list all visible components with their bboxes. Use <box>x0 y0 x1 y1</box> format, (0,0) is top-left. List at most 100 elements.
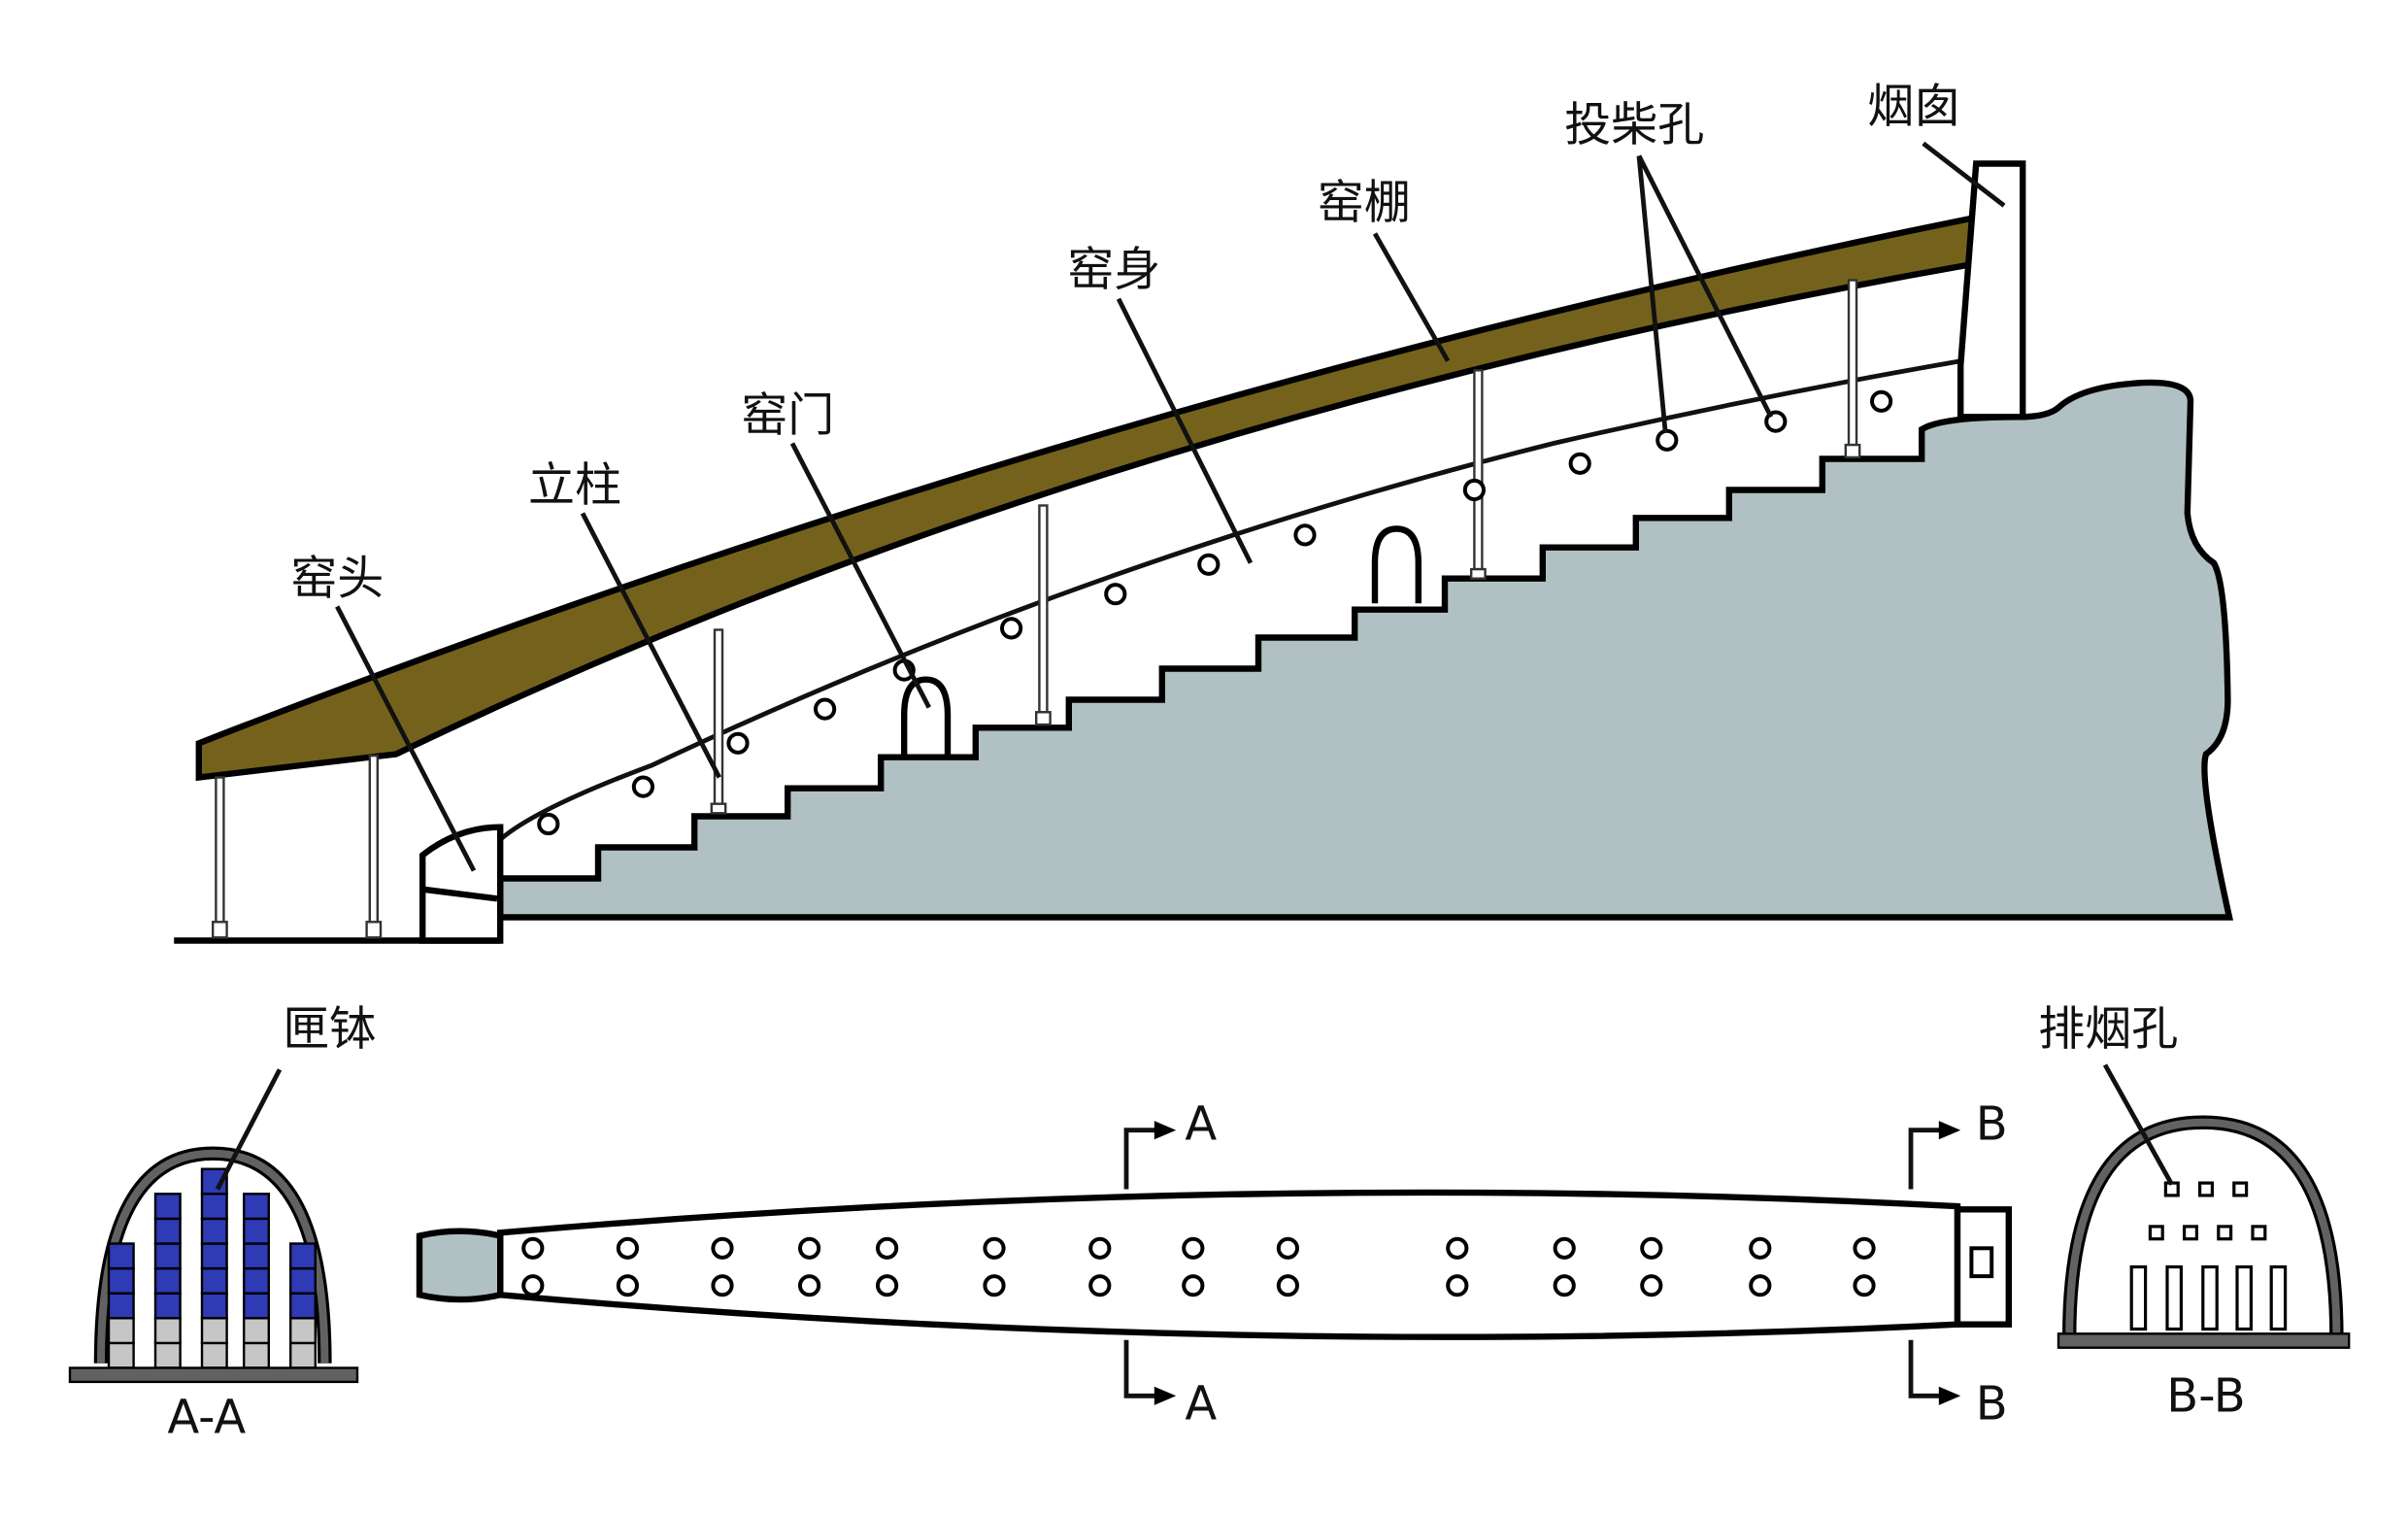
label-chimney: 烟囱 <box>1867 79 1960 133</box>
fuel-hole <box>798 1236 821 1260</box>
fuel-hole <box>1749 1274 1772 1297</box>
leader-line <box>2102 1063 2174 1186</box>
fuel-hole <box>798 1274 821 1297</box>
section-aa: 匣钵 A-A <box>68 1002 376 1445</box>
saggar-blue <box>289 1292 317 1320</box>
plan-view: A A B B <box>416 1096 2012 1431</box>
fuel-hole <box>1088 1236 1112 1260</box>
flue-slot <box>2235 1264 2254 1331</box>
saggar-blue <box>289 1266 317 1295</box>
leader-line <box>215 1068 283 1191</box>
saggar-stacks <box>107 1167 317 1369</box>
plan-fuel-holes <box>521 1236 1876 1297</box>
fuel-hole <box>1553 1274 1576 1297</box>
saggar-blue <box>200 1242 228 1270</box>
exhaust-hole <box>2232 1181 2249 1197</box>
fuel-hole <box>537 812 560 836</box>
saggar-gray <box>243 1317 270 1345</box>
saggar-blue <box>243 1193 270 1221</box>
fuel-hole <box>1276 1236 1299 1260</box>
leader-line <box>1922 141 2006 208</box>
exhaust-hole <box>2251 1225 2267 1241</box>
fuel-hole <box>983 1236 1006 1260</box>
leader-line <box>789 442 931 709</box>
saggar-blue <box>107 1292 135 1320</box>
fuel-hole <box>876 1274 899 1297</box>
leader-line <box>580 512 721 779</box>
kiln-head-grate <box>421 886 498 902</box>
kiln-body <box>498 358 1961 842</box>
leader-line <box>1636 154 1774 419</box>
fuel-hole <box>1197 553 1221 576</box>
fuel-hole <box>1104 583 1127 606</box>
plan-chimney-opening <box>1969 1246 1994 1279</box>
label-pillar: 立柱 <box>528 458 621 513</box>
fuel-hole <box>1656 428 1679 452</box>
saggar-gray <box>153 1317 182 1345</box>
leader-line <box>335 605 477 872</box>
saggar-gray <box>289 1317 317 1345</box>
fuel-hole <box>1293 523 1317 547</box>
chimney <box>1957 160 2026 421</box>
fuel-hole <box>726 731 750 755</box>
fuel-hole <box>521 1236 545 1260</box>
kiln-door <box>901 676 952 755</box>
saggar-gray <box>289 1341 317 1369</box>
fuel-hole <box>1749 1236 1772 1260</box>
saggar-blue <box>289 1242 317 1270</box>
fuel-hole <box>1446 1236 1469 1260</box>
fuel-hole <box>616 1274 640 1297</box>
flue-slot <box>2165 1264 2184 1331</box>
fuel-hole <box>1870 389 1893 413</box>
fuel-hole <box>1640 1236 1663 1260</box>
saggar-blue <box>153 1193 182 1221</box>
section-floor <box>2057 1332 2351 1349</box>
saggar-blue <box>107 1242 135 1270</box>
fuel-hole <box>1088 1274 1112 1297</box>
fuel-hole <box>1553 1236 1576 1260</box>
marker-b-top: B <box>1976 1096 2008 1151</box>
fuel-hole <box>616 1236 640 1260</box>
fuel-hole <box>983 1274 1006 1297</box>
fuel-hole <box>1182 1236 1205 1260</box>
fuel-hole <box>1853 1236 1876 1260</box>
exhaust-hole <box>2163 1181 2180 1197</box>
exhaust-hole <box>2198 1181 2214 1197</box>
fuel-hole <box>814 697 837 721</box>
fuel-hole <box>1640 1274 1663 1297</box>
leader-line <box>1372 232 1451 362</box>
label-exhaust-holes: 排烟孔 <box>2038 1002 2178 1057</box>
saggar-gray <box>107 1341 135 1369</box>
label-kiln-head: 窑头 <box>290 552 384 606</box>
saggar-blue <box>200 1266 228 1295</box>
saggar-blue <box>153 1292 182 1320</box>
saggar-blue <box>107 1266 135 1295</box>
fuel-hole <box>631 775 655 798</box>
saggar-blue <box>243 1217 270 1245</box>
flue-slot <box>2201 1264 2219 1331</box>
fuel-hole <box>876 1236 899 1260</box>
label-saggar: 匣钵 <box>283 1002 376 1057</box>
saggar-blue <box>243 1242 270 1270</box>
flue-slot <box>2129 1264 2148 1331</box>
marker-a-top: A <box>1185 1096 1217 1151</box>
pillars <box>212 279 1861 939</box>
saggar-blue <box>243 1292 270 1320</box>
saggar-blue <box>153 1242 182 1270</box>
marker-a-bottom: A <box>1185 1376 1217 1431</box>
label-section-aa: A-A <box>167 1391 246 1445</box>
exhaust-holes <box>2129 1181 2288 1331</box>
saggar-blue <box>153 1266 182 1295</box>
section-floor <box>68 1366 359 1384</box>
saggar-gray <box>200 1317 228 1345</box>
exhaust-hole <box>2183 1225 2198 1241</box>
kiln-head <box>419 824 504 944</box>
plan-kiln-body <box>497 1189 1961 1340</box>
ground-hill <box>497 379 2233 921</box>
saggar-blue <box>200 1193 228 1221</box>
fuel-hole <box>711 1236 734 1260</box>
fuel-hole <box>1568 452 1591 475</box>
elevation-view: 窑头 立柱 窑门 窑身 窑棚 投柴孔 烟囱 <box>174 79 2233 944</box>
fuel-hole <box>521 1274 545 1297</box>
